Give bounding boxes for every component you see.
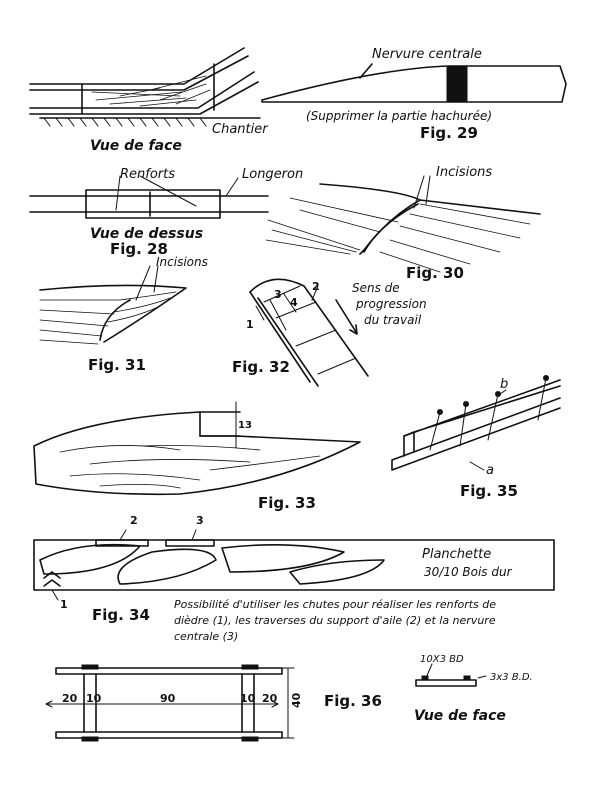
vue-de-dessus-label: Vue de dessus <box>90 226 203 242</box>
fig33-caption: Fig. 33 <box>258 494 316 512</box>
vue-de-face-label-top: Vue de face <box>90 138 182 154</box>
longeron-label: Longeron <box>242 167 303 182</box>
fig32-number-3: 3 <box>274 288 282 301</box>
sens-label-2: progression <box>355 297 427 311</box>
fig32-drawing <box>249 278 369 387</box>
possibilite-line-2: dièdre (1), les traverses du support d'a… <box>174 614 496 627</box>
dim-3x3-label: 3x3 B.D. <box>490 672 533 683</box>
dim-10x38-label: 10X3 BD <box>420 654 464 665</box>
fig31-drawing <box>39 265 187 345</box>
fig35-label-b: b <box>500 377 508 392</box>
fig34-drawing <box>33 529 555 601</box>
dim-20-right: 20 <box>262 692 278 705</box>
dim-20-left: 20 <box>62 692 78 705</box>
fig29-caption: Fig. 29 <box>420 124 478 142</box>
possibilite-line-3: centrale (3) <box>174 630 238 643</box>
fig33-drawing <box>33 401 361 496</box>
progression-arrow <box>335 299 358 335</box>
nervure-centrale-drawing <box>261 63 567 103</box>
sens-label-3: du travail <box>364 313 422 327</box>
fig34-number-2: 2 <box>130 514 138 527</box>
fig36-drawing <box>45 664 295 742</box>
fig34-number-1: 1 <box>60 598 68 611</box>
fig32-caption: Fig. 32 <box>232 358 290 376</box>
fig35-label-a: a <box>486 463 494 478</box>
fig36-caption: Fig. 36 <box>324 692 382 710</box>
dim-13-label: 13 <box>238 420 252 431</box>
fig30-drawing <box>265 175 541 273</box>
hatched-part <box>446 65 468 103</box>
vue-de-face-label-bottom: Vue de face <box>414 708 506 724</box>
renforts-label: Renforts <box>120 167 175 182</box>
fig32-number-1: 1 <box>246 318 254 331</box>
fig36-vue-de-face-drawing <box>415 663 487 687</box>
planchette-label-1: Planchette <box>422 547 491 562</box>
supprimer-label: (Supprimer la partie hachurée) <box>306 109 492 123</box>
vue-de-face-dihedral-drawing <box>29 47 261 127</box>
dim-90: 90 <box>160 692 176 705</box>
incisions-label-fig31: Incisions <box>156 255 208 269</box>
fig32-number-4: 4 <box>290 296 298 309</box>
chantier-label: Chantier <box>212 122 269 137</box>
fig31-caption: Fig. 31 <box>88 356 146 374</box>
fig32-number-2: 2 <box>312 280 320 293</box>
fig34-caption: Fig. 34 <box>92 606 150 624</box>
vue-de-dessus-drawing <box>29 175 269 219</box>
fig35-caption: Fig. 35 <box>460 482 518 500</box>
planchette-label-2: 30/10 Bois dur <box>424 565 513 579</box>
fig30-caption: Fig. 30 <box>406 264 464 282</box>
dim-10-left: 10 <box>86 692 102 705</box>
nervure-centrale-label: Nervure centrale <box>372 47 482 62</box>
fig28-caption: Fig. 28 <box>110 240 168 258</box>
incisions-label-fig30: Incisions <box>436 165 492 180</box>
fig34-number-3: 3 <box>196 514 204 527</box>
fig35-drawing <box>391 375 561 471</box>
sens-label-1: Sens de <box>352 281 400 295</box>
possibilite-line-1: Possibilité d'utiliser les chutes pour r… <box>174 598 496 611</box>
dim-10-right: 10 <box>240 692 256 705</box>
dim-40: 40 <box>290 692 303 708</box>
